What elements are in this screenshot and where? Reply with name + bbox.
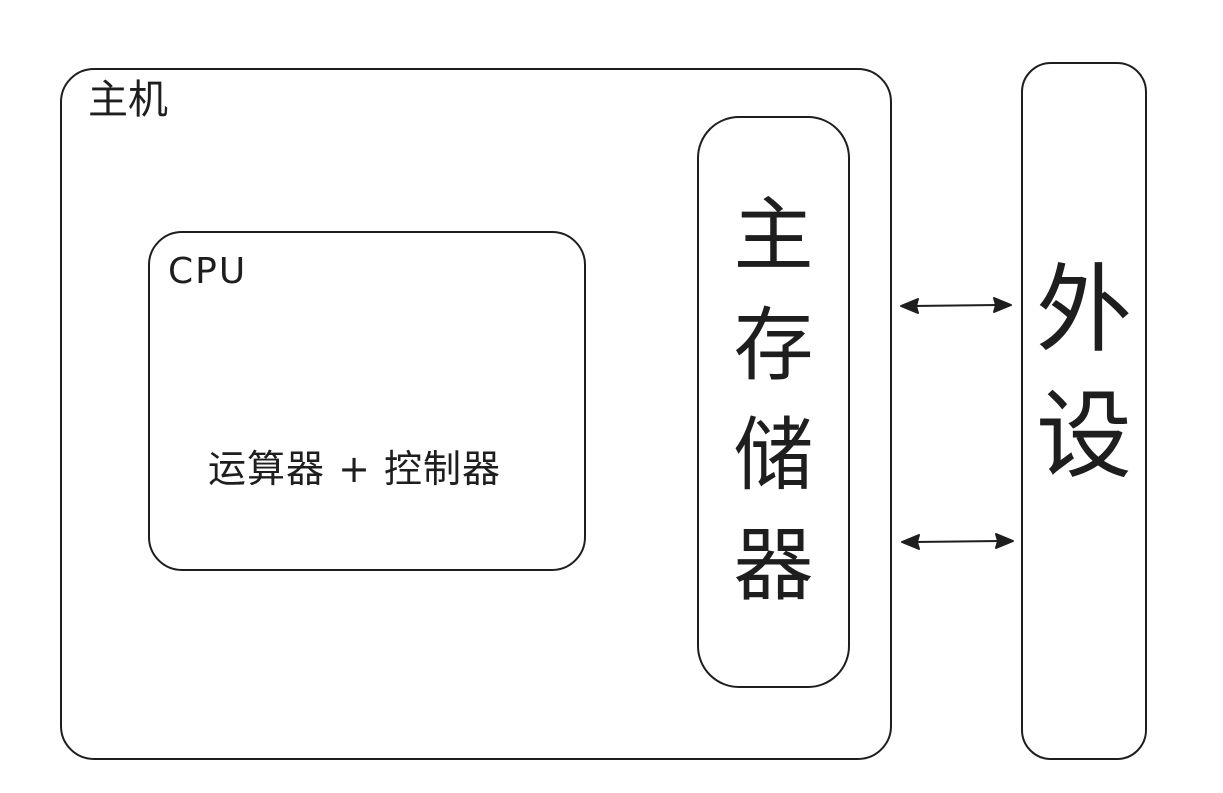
peripheral-char: 设 bbox=[1036, 380, 1132, 492]
cpu-box bbox=[148, 231, 586, 571]
host-box bbox=[60, 68, 892, 760]
arrow-shaft bbox=[913, 540, 1001, 543]
main-memory-char: 主 bbox=[733, 189, 814, 282]
peripheral-char: 外 bbox=[1036, 254, 1132, 366]
host-label: 主机 bbox=[88, 77, 168, 123]
main-memory-label: 主 存 储 器 bbox=[697, 196, 850, 636]
main-memory-char: 储 bbox=[733, 409, 814, 502]
main-memory-char: 器 bbox=[733, 519, 814, 612]
arrow-head-right bbox=[995, 533, 1014, 549]
arrow-head-left bbox=[901, 534, 920, 550]
arrow-head-left bbox=[900, 298, 919, 314]
cpu-content-label: 运算器 + 控制器 bbox=[208, 447, 501, 491]
arrow-head-right bbox=[993, 297, 1012, 313]
bidirectional-arrow-lower bbox=[901, 533, 1014, 550]
arrow-shaft bbox=[911, 304, 999, 307]
main-memory-char: 存 bbox=[733, 299, 814, 392]
peripheral-label: 外 设 bbox=[1021, 262, 1147, 514]
main-memory-box bbox=[697, 116, 850, 688]
peripheral-box bbox=[1021, 62, 1147, 760]
cpu-label: CPU bbox=[168, 251, 248, 292]
bidirectional-arrow-upper bbox=[900, 297, 1012, 314]
